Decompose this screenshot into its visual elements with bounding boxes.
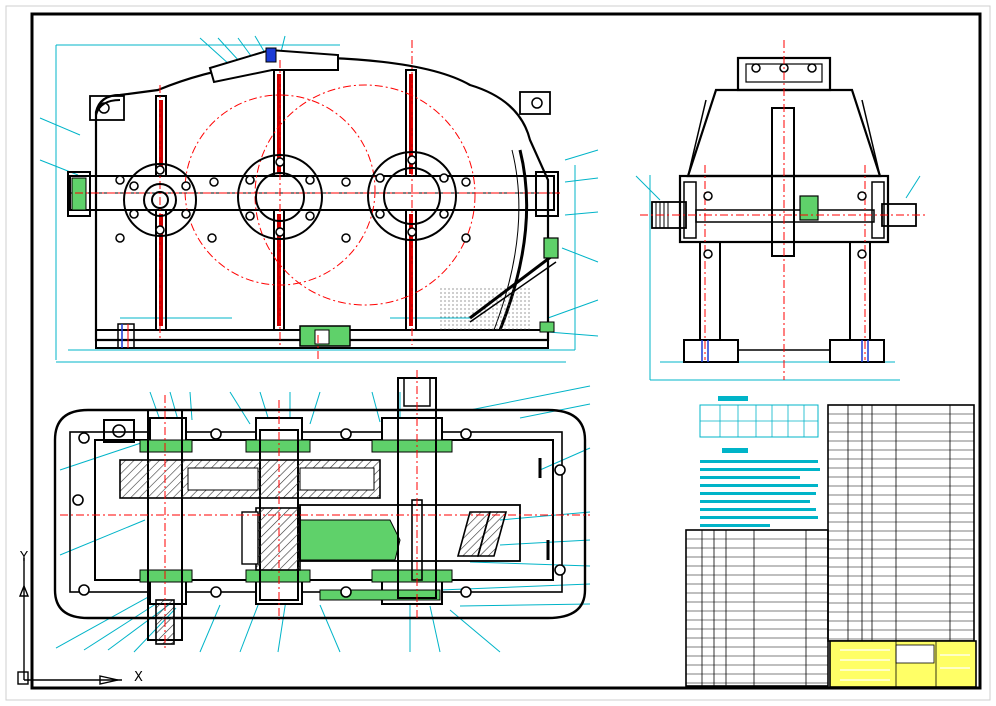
- side-view: [635, 40, 925, 381]
- tech-characteristics: [699, 396, 820, 527]
- parts-list-left: [685, 529, 829, 687]
- bearing-bosses: [123, 151, 457, 241]
- top-section-view: [53, 370, 591, 653]
- parts-list-right: [827, 404, 975, 642]
- drawing-frame: [30, 12, 982, 690]
- front-view: [39, 35, 599, 363]
- ucs-y-axis-label: Y: [20, 550, 28, 565]
- ucs-x-axis-label: X: [134, 670, 143, 685]
- ucs-icon: [17, 558, 122, 685]
- title-block: [829, 640, 977, 688]
